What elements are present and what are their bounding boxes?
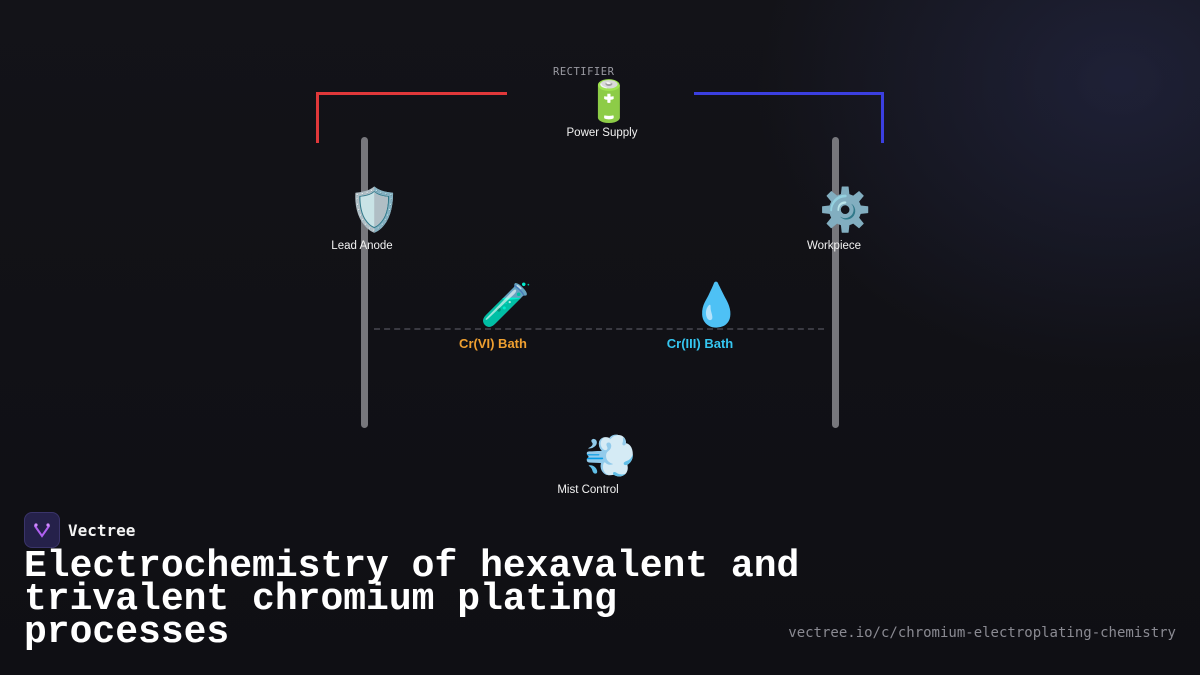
brand: Vectree (24, 512, 135, 548)
vectree-logo-icon (24, 512, 60, 548)
gear-icon: ⚙️ (819, 185, 872, 234)
workpiece-label: Workpiece (806, 240, 862, 252)
source-url[interactable]: vectree.io/c/chromium-electroplating-che… (788, 625, 1176, 641)
cr6-bath-label: Cr(VI) Bath (459, 336, 527, 351)
battery-icon: 🔋 (584, 79, 634, 125)
positive-wire (316, 92, 507, 143)
bath-divider-line (374, 328, 824, 330)
droplet-icon: 💧 (690, 280, 743, 329)
negative-wire (694, 92, 884, 143)
brand-name: Vectree (68, 520, 136, 540)
cr3-bath-label: Cr(III) Bath (666, 336, 734, 351)
test-tube-icon: 🧪 (480, 280, 533, 329)
power-supply-label: Power Supply (566, 127, 638, 139)
cathode-electrode (832, 137, 839, 428)
wind-icon: 💨 (584, 431, 637, 480)
page-title: Electrochemistry of hexavalent and triva… (24, 545, 800, 654)
shield-icon: 🛡️ (348, 185, 401, 234)
lead-anode-label: Lead Anode (331, 240, 393, 252)
anode-electrode (361, 137, 368, 428)
mist-control-label: Mist Control (557, 484, 619, 496)
rectifier-caption: RECTIFIER (553, 66, 615, 78)
